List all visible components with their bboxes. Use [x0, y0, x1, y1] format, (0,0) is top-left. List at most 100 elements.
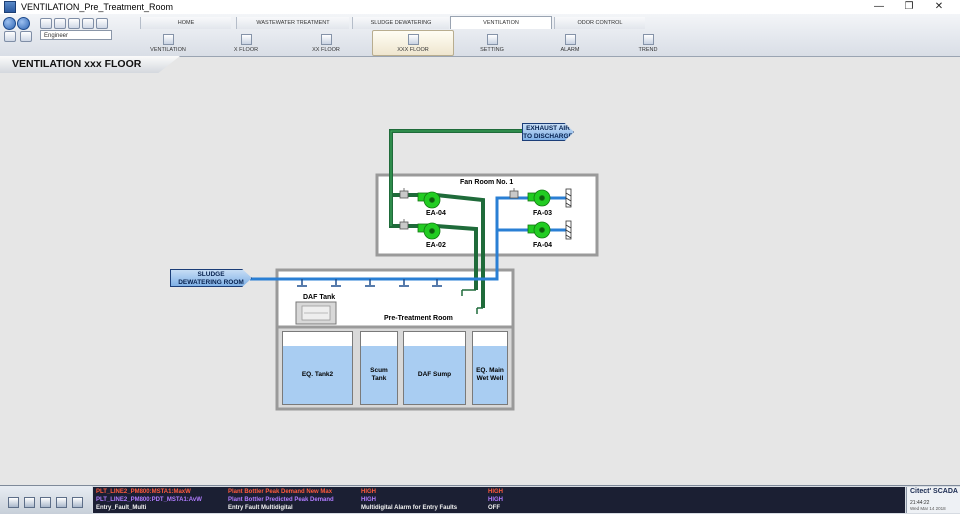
tank-name: DAF Sump	[417, 371, 452, 378]
flag-line-2: DEWATERING ROOM	[178, 279, 244, 286]
floor-icon	[240, 34, 252, 45]
fan-label-ea-top[interactable]: EA-04	[426, 210, 446, 217]
subtab-xx-floor[interactable]: xx FLOOR	[298, 31, 354, 55]
alarm-row[interactable]: PLT_LINE2_PM800:PDT_MSTA1:AvW Plant Bott…	[93, 496, 905, 504]
tab-ventilation[interactable]: VENTILATION	[450, 16, 552, 29]
subtab-label: VENTILATION	[150, 47, 186, 53]
tab-home[interactable]: HOME	[140, 17, 231, 29]
tank-daf-sump[interactable]: DAF Sump	[403, 331, 466, 405]
tab-odor-control[interactable]: ODOR CONTROL	[554, 17, 645, 29]
alarm-summary-icon[interactable]	[56, 497, 67, 508]
fan-fa-bottom	[527, 221, 551, 239]
toolbar-icon-1[interactable]	[40, 18, 52, 29]
alarm-tag: PLT_LINE2_PM800:MSTA1:MaxW	[96, 489, 191, 495]
brand-name: Citect' SCADA	[910, 488, 958, 495]
login-icon[interactable]	[4, 31, 16, 42]
status-bar: PLT_LINE2_PM800:MSTA1:MaxW Plant Bottler…	[0, 485, 960, 514]
subtab-label: ALARM	[560, 47, 580, 53]
tank-water	[283, 346, 352, 404]
alarm-icon	[564, 34, 576, 45]
tank-name: EQ. Tank2	[301, 371, 334, 378]
exhaust-pipe-highlight	[390, 130, 522, 226]
fan-ea-top	[417, 191, 441, 209]
diffusers	[297, 279, 442, 287]
home-icon[interactable]	[82, 18, 94, 29]
fan-label-fa-top[interactable]: FA-03	[533, 210, 553, 217]
daf-tank-icon	[295, 301, 337, 325]
fan-room-title: Fan Room No. 1	[460, 179, 514, 186]
subtab-setting[interactable]: SETTING	[464, 31, 520, 55]
fan-label-fa-bottom[interactable]: FA-04	[533, 242, 553, 249]
page-header-bg	[0, 56, 180, 73]
alarm-row[interactable]: Entry_Fault_Multi Entry Fault Multidigit…	[93, 504, 905, 512]
alarm-value: HIGH	[488, 489, 503, 495]
alarm-value: HIGH	[488, 497, 503, 503]
fan-ea-bottom	[417, 222, 441, 240]
scada-toolbar: Engineer HOME WASTEWATER TREATMENT SLUDG…	[0, 14, 960, 57]
alarm-desc: Entry Fault Multidigital	[228, 505, 293, 511]
alarm-silence-icon[interactable]	[8, 497, 19, 508]
alarm-state: Multidigital Alarm for Entry Faults	[361, 505, 458, 511]
subtab-label: SETTING	[480, 47, 504, 53]
tab-wastewater-treatment[interactable]: WASTEWATER TREATMENT	[236, 17, 349, 29]
subtab-alarm[interactable]: ALARM	[542, 31, 598, 55]
fan-label-ea-bottom[interactable]: EA-02	[426, 242, 446, 249]
page-title: VENTILATION xxx FLOOR	[12, 58, 142, 70]
subtab-label: TREND	[638, 47, 658, 53]
citect-brand: Citect' SCADA 21:44:22 Wed Mar 14 2018	[906, 487, 960, 513]
tank-eq-main-wet-well[interactable]: EQ. Main Wet Well	[472, 331, 508, 405]
fan-room-box	[375, 173, 599, 257]
exhaust-air-flag[interactable]: EXHAUST AIR TO DISCHARGE	[522, 123, 574, 141]
floor-icon	[320, 34, 332, 45]
tank-water	[361, 346, 397, 404]
app-icon	[4, 1, 16, 13]
back-icon[interactable]	[3, 17, 16, 30]
clock-time: 21:44:22	[910, 500, 930, 506]
alarm-settings-icon[interactable]	[72, 497, 83, 508]
clock-date: Wed Mar 14 2018	[910, 506, 946, 511]
subtab-label: xxx FLOOR	[397, 47, 429, 53]
alarm-list-icon[interactable]	[40, 497, 51, 508]
toolbar-icon-2[interactable]	[54, 18, 66, 29]
tank-water	[473, 346, 507, 404]
fan-fa-top	[527, 189, 551, 207]
flag-line-1: EXHAUST AIR	[526, 125, 570, 132]
setting-icon	[486, 34, 498, 45]
subtab-xxx-floor[interactable]: xxx FLOOR	[372, 30, 454, 56]
sludge-dewatering-flag[interactable]: SLUDGE DEWATERING ROOM	[170, 269, 252, 287]
tank-scum-tank[interactable]: Scum Tank	[360, 331, 398, 405]
tank-name: Scum Tank	[370, 367, 388, 382]
alarm-desc: Plant Bottler Predicted Peak Demand	[228, 497, 334, 503]
window-titlebar: VENTILATION_Pre_Treatment_Room	[0, 0, 960, 14]
tab-sludge-dewatering[interactable]: SLUDGE DEWATERING	[352, 17, 449, 29]
flag-line-2: TO DISCHARGE	[523, 133, 573, 140]
tank-name: EQ. Main Wet Well	[476, 367, 504, 382]
restore-button[interactable]: ❐	[904, 1, 914, 12]
subtab-label: x FLOOR	[233, 47, 259, 53]
daf-tank-label: DAF Tank	[303, 294, 336, 301]
exhaust-intakes	[461, 289, 483, 314]
alarm-row[interactable]: PLT_LINE2_PM800:MSTA1:MaxW Plant Bottler…	[93, 488, 905, 496]
pretreatment-room-title: Pre-Treatment Room	[384, 315, 453, 322]
subtab-trend[interactable]: TREND	[620, 31, 676, 55]
alarm-tag: PLT_LINE2_PM800:PDT_MSTA1:AvW	[96, 497, 202, 503]
alarm-state: HIGH	[361, 497, 376, 503]
tank-eq-tank2[interactable]: EQ. Tank2	[282, 331, 353, 405]
minimize-button[interactable]: —	[874, 1, 884, 12]
alarm-tag: Entry_Fault_Multi	[96, 505, 147, 511]
toolbar-icon-5[interactable]	[96, 18, 108, 29]
alarm-banner[interactable]: PLT_LINE2_PM800:MSTA1:MaxW Plant Bottler…	[93, 487, 905, 513]
user-field[interactable]: Engineer	[40, 30, 112, 40]
alarm-desc: Plant Bottler Peak Demand New Max	[228, 489, 333, 495]
forward-icon[interactable]	[17, 17, 30, 30]
ventilation-icon	[162, 34, 174, 45]
alarm-value: OFF	[488, 505, 500, 511]
subtab-ventilation[interactable]: VENTILATION	[140, 31, 196, 55]
flag-line-1: SLUDGE	[197, 271, 225, 278]
close-button[interactable]: ✕	[934, 1, 944, 12]
subtab-x-floor[interactable]: x FLOOR	[218, 31, 274, 55]
alarm-ack-icon[interactable]	[24, 497, 35, 508]
users-icon[interactable]	[20, 31, 32, 42]
toolbar-icon-3[interactable]	[68, 18, 80, 29]
